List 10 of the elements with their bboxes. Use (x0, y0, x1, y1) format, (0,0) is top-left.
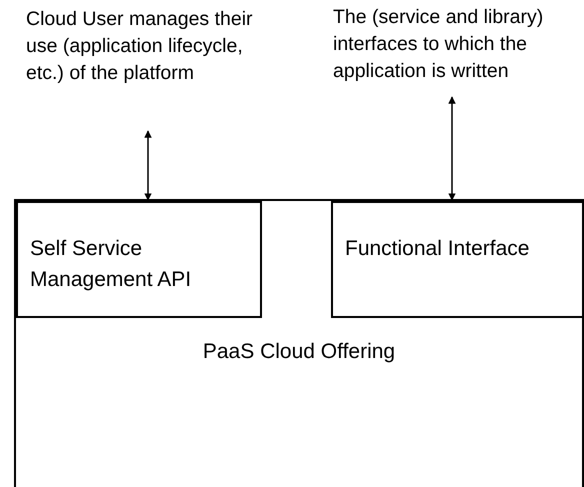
component-box (16, 201, 262, 318)
double-arrow (144, 130, 152, 201)
double-arrow (448, 96, 456, 201)
box-label: Functional Interface (345, 236, 530, 262)
annotation-text: The (service and library) interfaces to which the application is written (333, 4, 581, 94)
platform-box (14, 199, 584, 487)
component-box (331, 201, 584, 318)
box-title: PaaS Cloud Offering (202, 339, 396, 365)
box-label: Self Service Management API (30, 236, 192, 293)
annotation-text: Cloud User manages their use (application lifecycle, etc.) of the platform (26, 6, 276, 128)
